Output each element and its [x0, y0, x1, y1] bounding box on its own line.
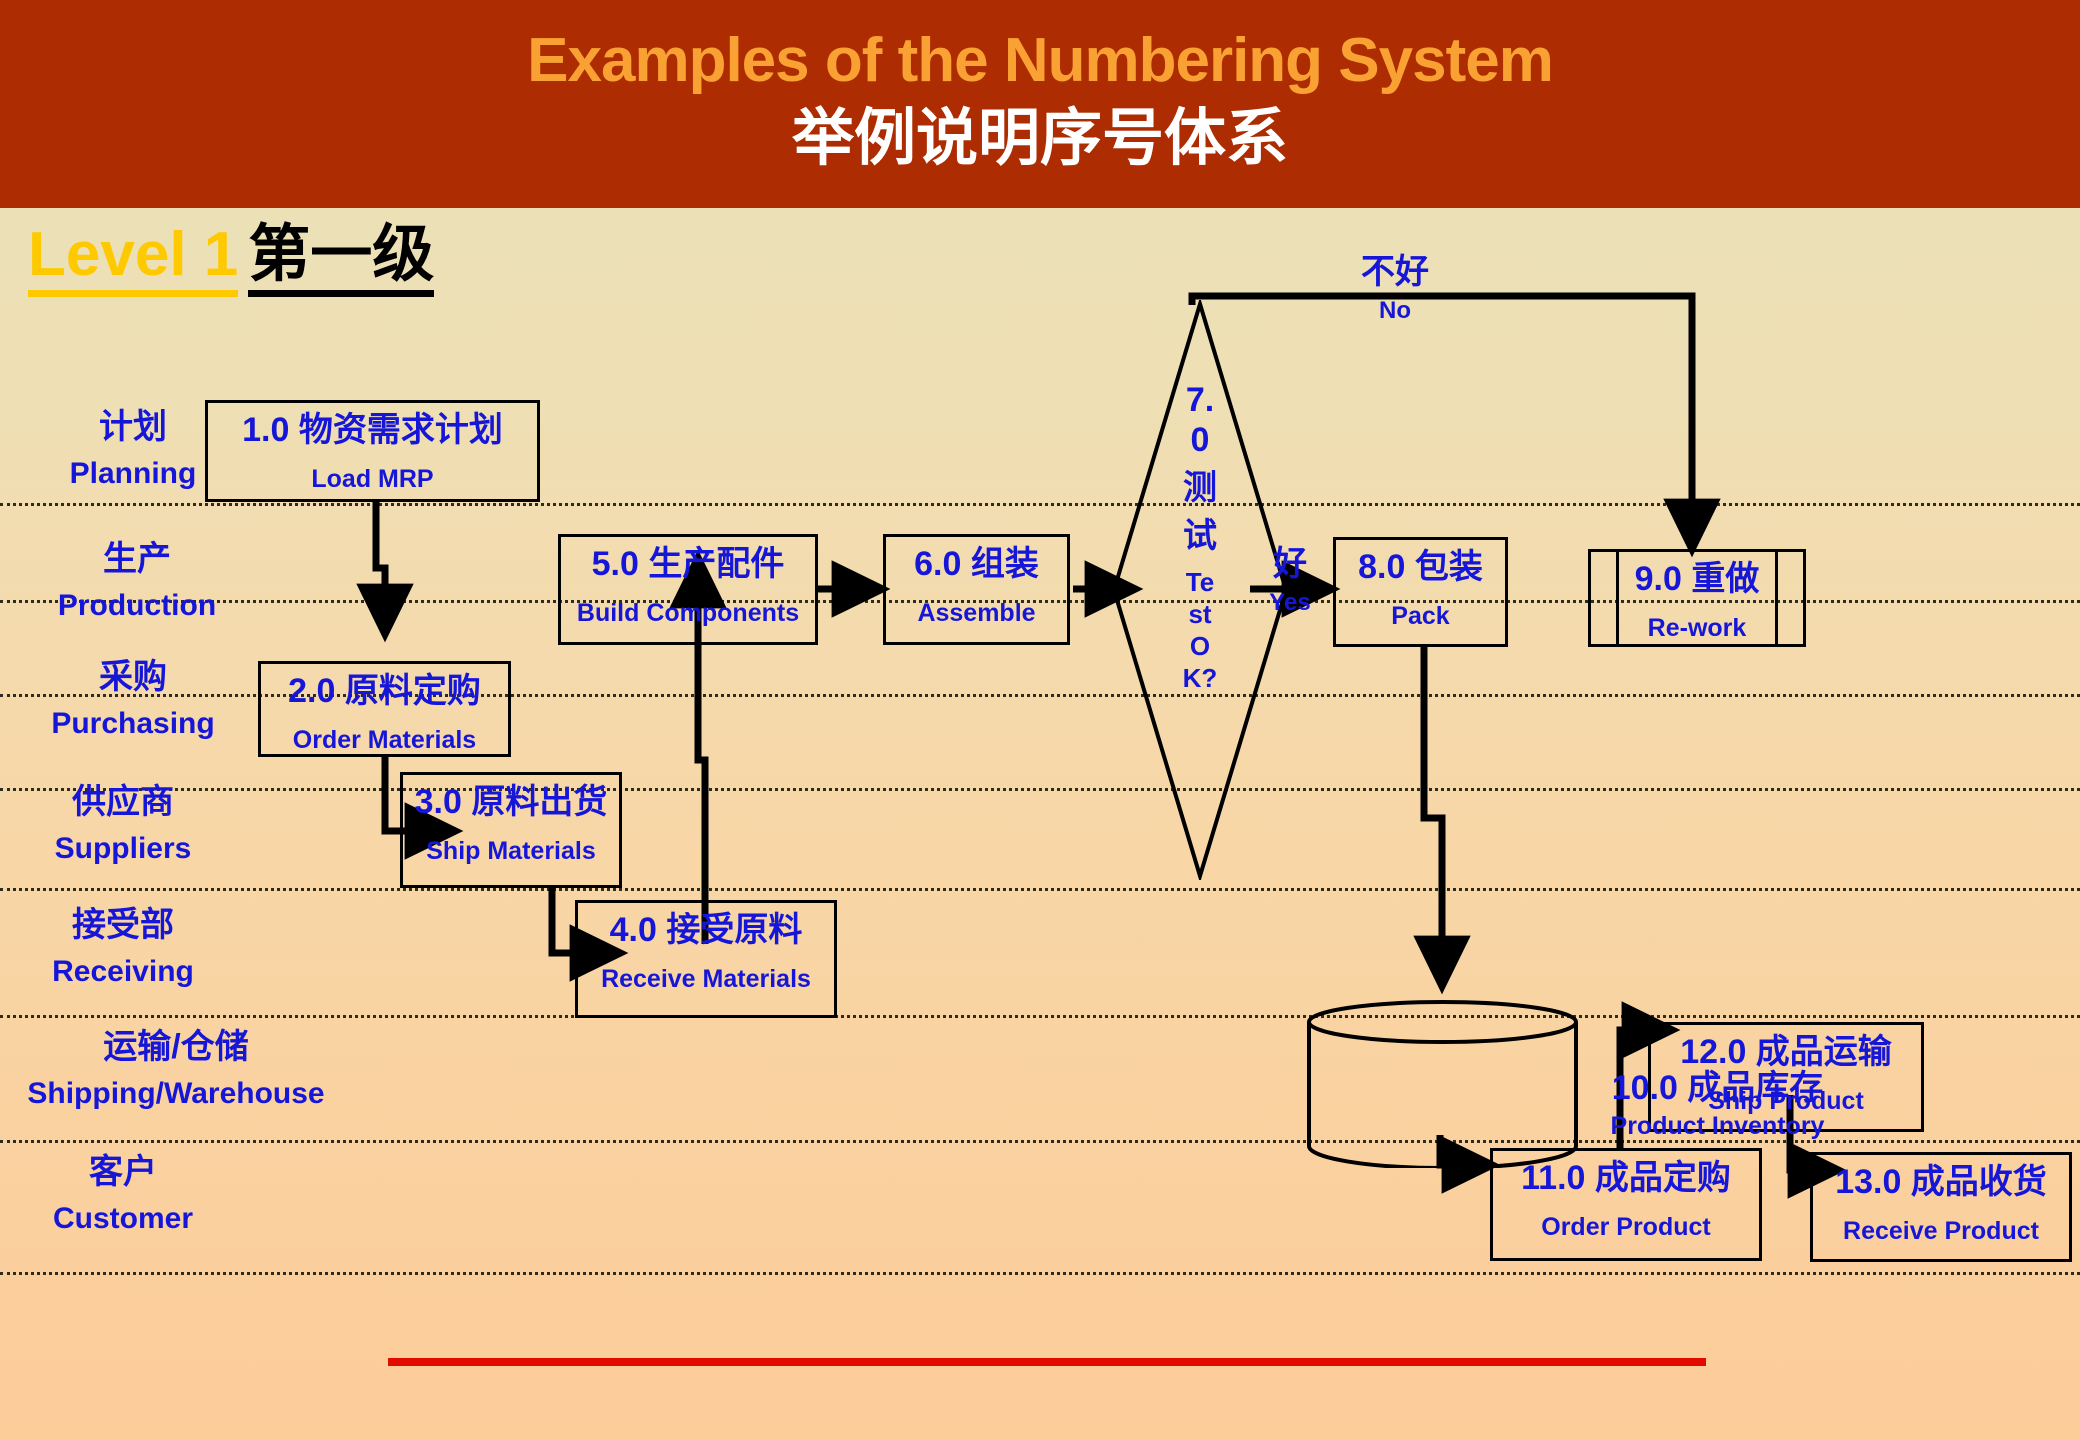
decision-line-7: O	[1189, 631, 1211, 661]
process-node-2-0-en: Order Materials	[292, 726, 477, 754]
title-chinese: 举例说明序号体系	[791, 104, 1288, 173]
decision-line-2: 0	[1190, 421, 1210, 459]
process-node-11-0[interactable]: 11.0 成品定购 Order Product	[1490, 1148, 1762, 1261]
process-node-4-0-en: Receive Materials	[601, 965, 811, 993]
lane-label-customer-en: Customer	[52, 1201, 194, 1235]
decision-line-8: K?	[1182, 663, 1218, 693]
edge-label-no-en: No	[1379, 297, 1411, 324]
lane-label-planning-zh: 计划	[99, 408, 167, 446]
process-node-6-0-zh: 6.0 组装	[914, 545, 1039, 583]
process-node-1-0-zh: 1.0 物资需求计划	[242, 411, 503, 449]
lane-label-purchasing-en: Purchasing	[51, 706, 215, 740]
edge-label-yes-zh: 好	[1273, 545, 1307, 583]
lane-label-suppliers: 供应商 Suppliers	[8, 783, 238, 865]
edge-label-yes: 好 Yes	[1255, 547, 1325, 615]
process-node-12-0[interactable]: 12.0 成品运输 Ship Product	[1648, 1022, 1924, 1132]
edge-label-no-zh: 不好	[1361, 253, 1429, 291]
process-node-9-0-en: Re-work	[1647, 614, 1747, 642]
lane-divider-7	[0, 1140, 2080, 1143]
edge-label-yes-en: Yes	[1269, 589, 1311, 616]
decision-line-4: 试	[1183, 517, 1217, 555]
lane-label-suppliers-en: Suppliers	[54, 831, 192, 865]
lane-label-purchasing: 采购 Purchasing	[18, 658, 248, 740]
process-node-13-0-zh: 13.0 成品收货	[1835, 1163, 2047, 1201]
decision-line-3: 测	[1183, 469, 1217, 507]
lane-label-customer: 客户 Customer	[8, 1153, 238, 1235]
lane-label-customer-zh: 客户	[89, 1153, 157, 1191]
lane-label-suppliers-zh: 供应商	[72, 783, 174, 821]
lane-label-shipping-en: Shipping/Warehouse	[27, 1076, 325, 1110]
process-node-5-0-zh: 5.0 生产配件	[591, 545, 785, 583]
process-node-2-0[interactable]: 2.0 原料定购 Order Materials	[258, 661, 511, 757]
process-node-6-0-en: Assemble	[917, 599, 1036, 627]
lane-divider-1	[0, 503, 2080, 506]
process-node-4-0-zh: 4.0 接受原料	[609, 911, 803, 949]
process-node-8-0[interactable]: 8.0 包装 Pack	[1333, 537, 1508, 647]
lane-label-production-en: Production	[57, 588, 217, 622]
lane-divider-8	[0, 1272, 2080, 1275]
process-node-13-0-en: Receive Product	[1843, 1217, 2039, 1245]
process-node-12-0-en: Ship Product	[1708, 1087, 1864, 1115]
process-node-1-0[interactable]: 1.0 物资需求计划 Load MRP	[205, 400, 540, 502]
datastore-node-10-0-zh: 10.0 成品库存	[1611, 1069, 1824, 1107]
footer-red-rule	[388, 1358, 1706, 1366]
lane-label-receiving: 接受部 Receiving	[8, 906, 238, 988]
process-node-8-0-en: Pack	[1391, 602, 1450, 630]
level-heading-english: Level 1	[28, 224, 239, 297]
process-node-2-0-zh: 2.0 原料定购	[288, 672, 481, 710]
process-node-1-0-en: Load MRP	[311, 465, 434, 493]
lane-divider-3	[0, 694, 2080, 697]
lane-label-planning-en: Planning	[69, 456, 197, 490]
lane-label-planning: 计划 Planning	[18, 408, 248, 490]
process-node-8-0-zh: 8.0 包装	[1358, 548, 1483, 586]
decision-node-7-0[interactable]: 7. 0 测 试 Te st O K?	[1110, 297, 1290, 883]
process-node-5-0[interactable]: 5.0 生产配件 Build Components	[558, 534, 818, 645]
lane-divider-2	[0, 600, 2080, 603]
process-node-3-0-zh: 3.0 原料出货	[414, 783, 608, 821]
decision-line-6: st	[1188, 599, 1212, 629]
process-node-9-0[interactable]: 9.0 重做 Re-work	[1588, 549, 1806, 647]
lane-label-receiving-en: Receiving	[52, 954, 194, 988]
process-node-6-0[interactable]: 6.0 组装 Assemble	[883, 534, 1070, 645]
datastore-node-10-0-en: Product Inventory	[1610, 1112, 1825, 1140]
lane-label-shipping-zh: 运输/仓储	[103, 1028, 249, 1066]
process-node-4-0[interactable]: 4.0 接受原料 Receive Materials	[575, 900, 837, 1018]
lane-divider-4	[0, 788, 2080, 791]
lane-label-purchasing-zh: 采购	[99, 658, 167, 696]
level-heading-chinese: 第一级	[248, 224, 435, 297]
decision-diamond-shape	[1111, 297, 1289, 883]
process-node-9-0-zh: 9.0 重做	[1634, 560, 1760, 598]
process-node-12-0-zh: 12.0 成品运输	[1680, 1033, 1892, 1071]
predefined-left-bar	[1616, 552, 1619, 644]
process-node-11-0-zh: 11.0 成品定购	[1521, 1159, 1731, 1197]
cylinder-shape	[1307, 1000, 1578, 1170]
process-node-3-0[interactable]: 3.0 原料出货 Ship Materials	[400, 772, 622, 888]
datastore-node-10-0[interactable]: 10.0 成品库存 Product Inventory	[1305, 1000, 1824, 1170]
lane-label-production: 生产 Production	[22, 540, 252, 622]
lane-label-receiving-zh: 接受部	[72, 906, 174, 944]
lane-label-production-zh: 生产	[103, 540, 171, 578]
process-node-13-0[interactable]: 13.0 成品收货 Receive Product	[1810, 1152, 2072, 1262]
edge-label-no: 不好 No	[1300, 255, 1490, 323]
decision-line-5: Te	[1185, 567, 1215, 597]
lane-divider-5	[0, 888, 2080, 891]
predefined-right-bar	[1775, 552, 1778, 644]
process-node-5-0-en: Build Components	[576, 599, 800, 627]
decision-line-1: 7.	[1185, 381, 1215, 419]
lane-label-shipping: 运输/仓储 Shipping/Warehouse	[4, 1028, 348, 1110]
lane-divider-6	[0, 1015, 2080, 1018]
title-banner: Examples of the Numbering System 举例说明序号体…	[0, 0, 2080, 208]
title-english: Examples of the Numbering System	[527, 26, 1554, 95]
process-node-3-0-en: Ship Materials	[426, 837, 596, 865]
process-node-11-0-en: Order Product	[1541, 1213, 1711, 1241]
